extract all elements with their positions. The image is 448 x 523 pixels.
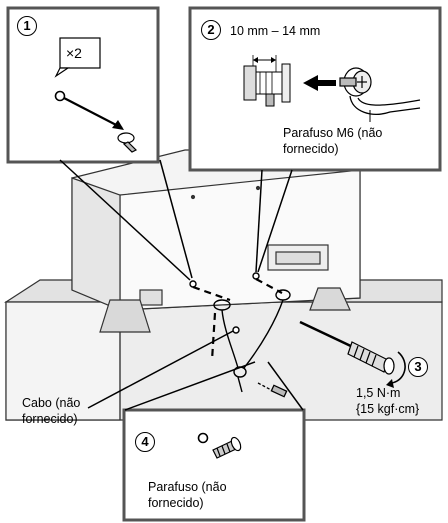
dimension-label: 10 mm – 14 mm [230,24,320,39]
step4-screw-label-line1: Parafuso (não [148,480,227,495]
step2-screw-label-line2: fornecido) [283,142,339,157]
cable-label-line1: Cabo (não [22,396,80,411]
washer-icon [56,92,65,101]
multiplier-label: ×2 [66,46,82,61]
cable-point [233,327,239,333]
step3-number: 3 [408,357,428,377]
step1-number: 1 [17,16,37,36]
step4-screw-label-line2: fornecido) [148,496,204,511]
step4-number: 4 [135,432,155,452]
tv-back [72,150,360,332]
step2-number: 2 [201,20,221,40]
torque-label-line2: {15 kgf·cm} [356,402,419,417]
cable-label-line2: fornecido) [22,412,78,427]
torque-label-line1: 1,5 N·m [356,386,400,401]
washer-icon [199,434,208,443]
step2-screw-label-line1: Parafuso M6 (não [283,126,382,141]
